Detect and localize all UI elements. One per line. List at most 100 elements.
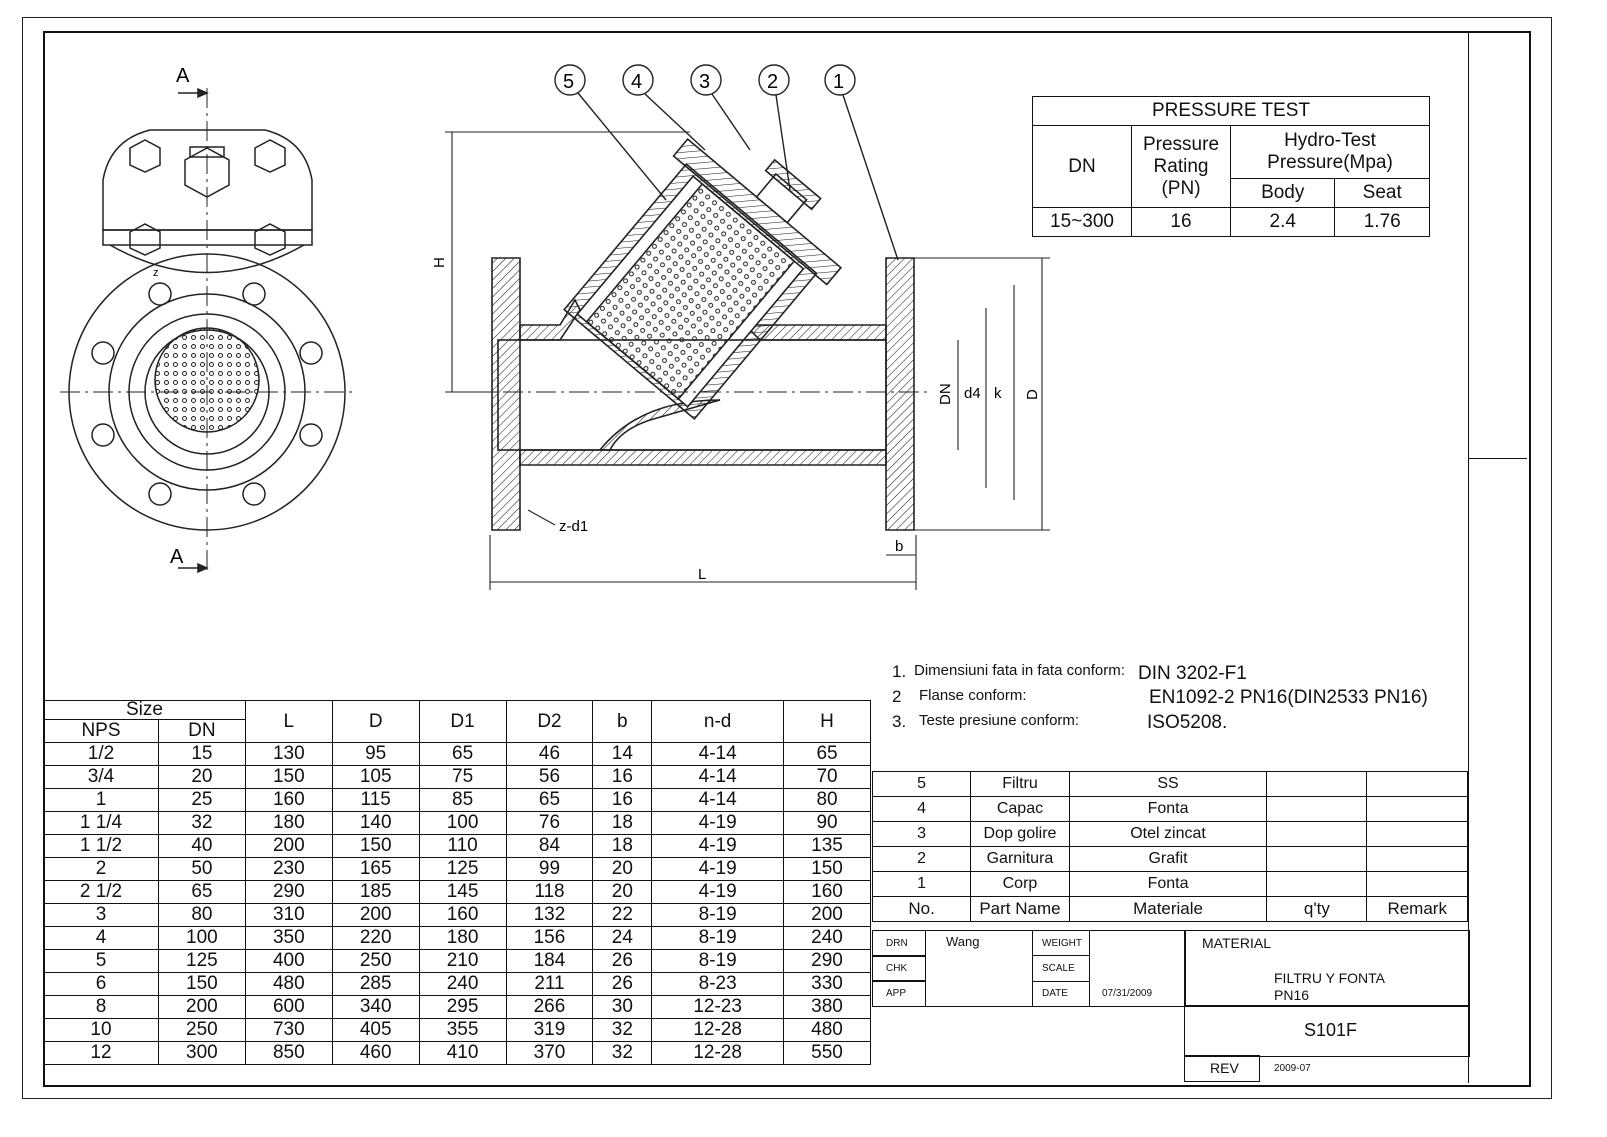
scale-label: SCALE [1042, 963, 1075, 974]
table-cell: 65 [505, 788, 594, 812]
table-cell: 266 [505, 995, 594, 1019]
table-cell: 165 [331, 857, 420, 881]
table-cell: 180 [418, 926, 507, 950]
outer-border [22, 17, 1552, 1099]
note-num: 2 [892, 687, 902, 706]
table-cell: 145 [418, 880, 507, 904]
note-standard: DIN 3202-F1 [1138, 663, 1247, 684]
app-label: APP [886, 988, 907, 999]
section-label-bottom: A [170, 546, 184, 568]
note-num: 1. [892, 662, 907, 681]
table-cell: 480 [244, 972, 333, 996]
table-cell: 65 [783, 742, 871, 766]
part-cell [1266, 821, 1368, 847]
table-cell: 12 [43, 1041, 159, 1065]
table-cell: 4-19 [651, 857, 785, 881]
table-cell: 370 [505, 1041, 594, 1065]
table-cell: 180 [244, 811, 333, 835]
note-num: 3. [892, 712, 907, 731]
balloon-4: 4 [631, 71, 642, 93]
pt-body: 2.4 [1229, 207, 1336, 237]
table-cell: 285 [331, 972, 420, 996]
table-cell: 15 [157, 742, 246, 766]
part-cell: 3 [871, 821, 972, 847]
part-cell: SS [1068, 771, 1268, 797]
tb-dwg [1184, 1005, 1470, 1057]
table-cell: 46 [505, 742, 594, 766]
table-cell: 240 [418, 972, 507, 996]
table-cell: 5 [43, 949, 159, 973]
pt-seat: 1.76 [1334, 207, 1430, 237]
dim-dn: DN [937, 383, 954, 405]
table-cell: 290 [783, 949, 871, 973]
note-3: 3. Teste presiune conform: ISO5208. [892, 712, 1452, 737]
table-cell: 76 [505, 811, 594, 835]
table-cell: 4-19 [651, 880, 785, 904]
table-cell: 115 [331, 788, 420, 812]
table-cell: 200 [783, 903, 871, 927]
col-d1: D1 [418, 700, 507, 743]
table-cell: 118 [505, 880, 594, 904]
table-cell: 22 [592, 903, 653, 927]
table-cell: 4-19 [651, 811, 785, 835]
table-cell: 340 [331, 995, 420, 1019]
table-cell: 90 [783, 811, 871, 835]
pt-col-dn: DN [1032, 125, 1132, 208]
dim-k: k [994, 385, 1002, 402]
rev-value: 2009-07 [1274, 1063, 1311, 1074]
table-cell: 26 [592, 972, 653, 996]
table-cell: 319 [505, 1018, 594, 1042]
table-cell: 14 [592, 742, 653, 766]
dim-d: D [1024, 389, 1041, 400]
table-cell: 4-19 [651, 834, 785, 858]
pt-rating: 16 [1131, 207, 1231, 237]
part-cell [1266, 796, 1368, 822]
col-b: b [592, 700, 653, 743]
part-cell [1366, 796, 1468, 822]
table-cell: 250 [157, 1018, 246, 1042]
pressure-test-table: PRESSURE TEST DN Pressure Rating (PN) Hy… [1032, 96, 1430, 237]
table-cell: 4-14 [651, 788, 785, 812]
table-cell: 85 [418, 788, 507, 812]
table-cell: 460 [331, 1041, 420, 1065]
table-cell: 250 [331, 949, 420, 973]
tb-cell-e [1032, 955, 1090, 982]
dimension-lines [445, 131, 1050, 590]
section-label-top: A [176, 65, 190, 87]
part-cell: 1 [871, 871, 972, 897]
part-balloons [554, 64, 899, 261]
tb-right [1184, 930, 1470, 1007]
table-cell: 99 [505, 857, 594, 881]
table-cell: 65 [157, 880, 246, 904]
table-cell: 355 [418, 1018, 507, 1042]
table-cell: 12-28 [651, 1018, 785, 1042]
table-cell: 211 [505, 972, 594, 996]
balloon-1: 1 [833, 71, 844, 93]
title-line-1: FILTRU Y FONTA [1274, 970, 1385, 986]
table-cell: 240 [783, 926, 871, 950]
table-cell: 110 [418, 834, 507, 858]
table-cell: 18 [592, 811, 653, 835]
table-cell: 135 [783, 834, 871, 858]
notes: 1. Dimensiuni fata in fata conform: DIN … [892, 662, 1452, 737]
tb-cell-b [872, 955, 926, 982]
dim-h: H [431, 257, 448, 268]
table-cell: 1 1/4 [43, 811, 159, 835]
table-cell: 56 [505, 765, 594, 789]
dim-l: L [698, 566, 706, 583]
